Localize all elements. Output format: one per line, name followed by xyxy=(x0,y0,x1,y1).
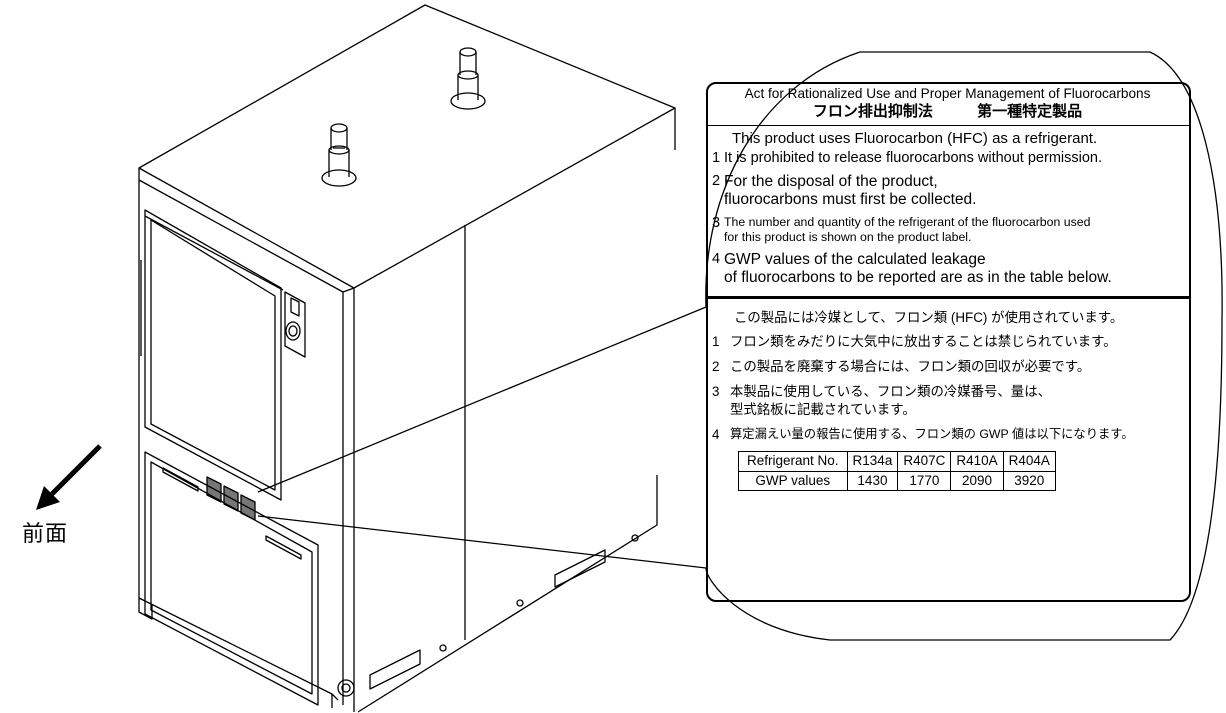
table-cell: GWP values xyxy=(738,470,848,491)
card-header-en: Act for Rationalized Use and Proper Mana… xyxy=(744,86,1151,101)
drain-bolt xyxy=(337,679,355,697)
control-gauge xyxy=(285,321,301,341)
divider-thin xyxy=(708,125,1189,127)
table-cell: 2090 xyxy=(950,470,1004,491)
table-header-cell: R407C xyxy=(897,451,952,472)
pipe-connector-left xyxy=(321,123,357,187)
table-cell: 3920 xyxy=(1002,470,1056,491)
card-header-ja-left: フロン排出抑制法 xyxy=(812,103,933,121)
table-cell: 1430 xyxy=(846,470,899,491)
cabinet-top xyxy=(138,4,676,289)
table-header-cell: Refrigerant No. xyxy=(738,451,848,472)
divider-thick xyxy=(708,295,1189,299)
front-arrow xyxy=(36,444,102,510)
vent-right xyxy=(265,535,302,560)
cabinet-front xyxy=(138,168,339,701)
table-header-cell: R134a xyxy=(846,451,899,472)
pipe-connector-right xyxy=(450,47,486,110)
side-vent-lower xyxy=(369,649,421,690)
table-row: Refrigerant No. R134a R407C R410A R404A xyxy=(738,451,1056,472)
table-header-cell: R404A xyxy=(1002,451,1056,472)
vent-left xyxy=(162,467,199,492)
intro-en: This product uses Fluorocarbon (HFC) as … xyxy=(732,130,1098,148)
upper-door xyxy=(144,209,282,501)
table-row: GWP values 1430 1770 2090 3920 xyxy=(738,470,1056,491)
lower-panel xyxy=(144,451,319,706)
table-cell: 1770 xyxy=(897,470,952,491)
table-header-cell: R410A xyxy=(950,451,1004,472)
callout-line-lower xyxy=(257,515,707,569)
control-switch xyxy=(290,297,300,317)
intro-ja: この製品には冷媒として、フロン類 (HFC) が使用されています。 xyxy=(734,309,1124,325)
callout-line-upper xyxy=(257,306,707,493)
card-header-ja-right: 第一種特定製品 xyxy=(977,103,1083,121)
fluorocarbon-label-card: Act for Rationalized Use and Proper Mana… xyxy=(706,82,1191,602)
card-header-ja: フロン排出抑制法 第一種特定製品 xyxy=(712,103,1183,121)
front-label: 前面 xyxy=(22,522,69,547)
gwp-table: Refrigerant No. R134a R407C R410A R404A … xyxy=(738,451,1056,491)
magnifier-outline xyxy=(705,51,1223,641)
